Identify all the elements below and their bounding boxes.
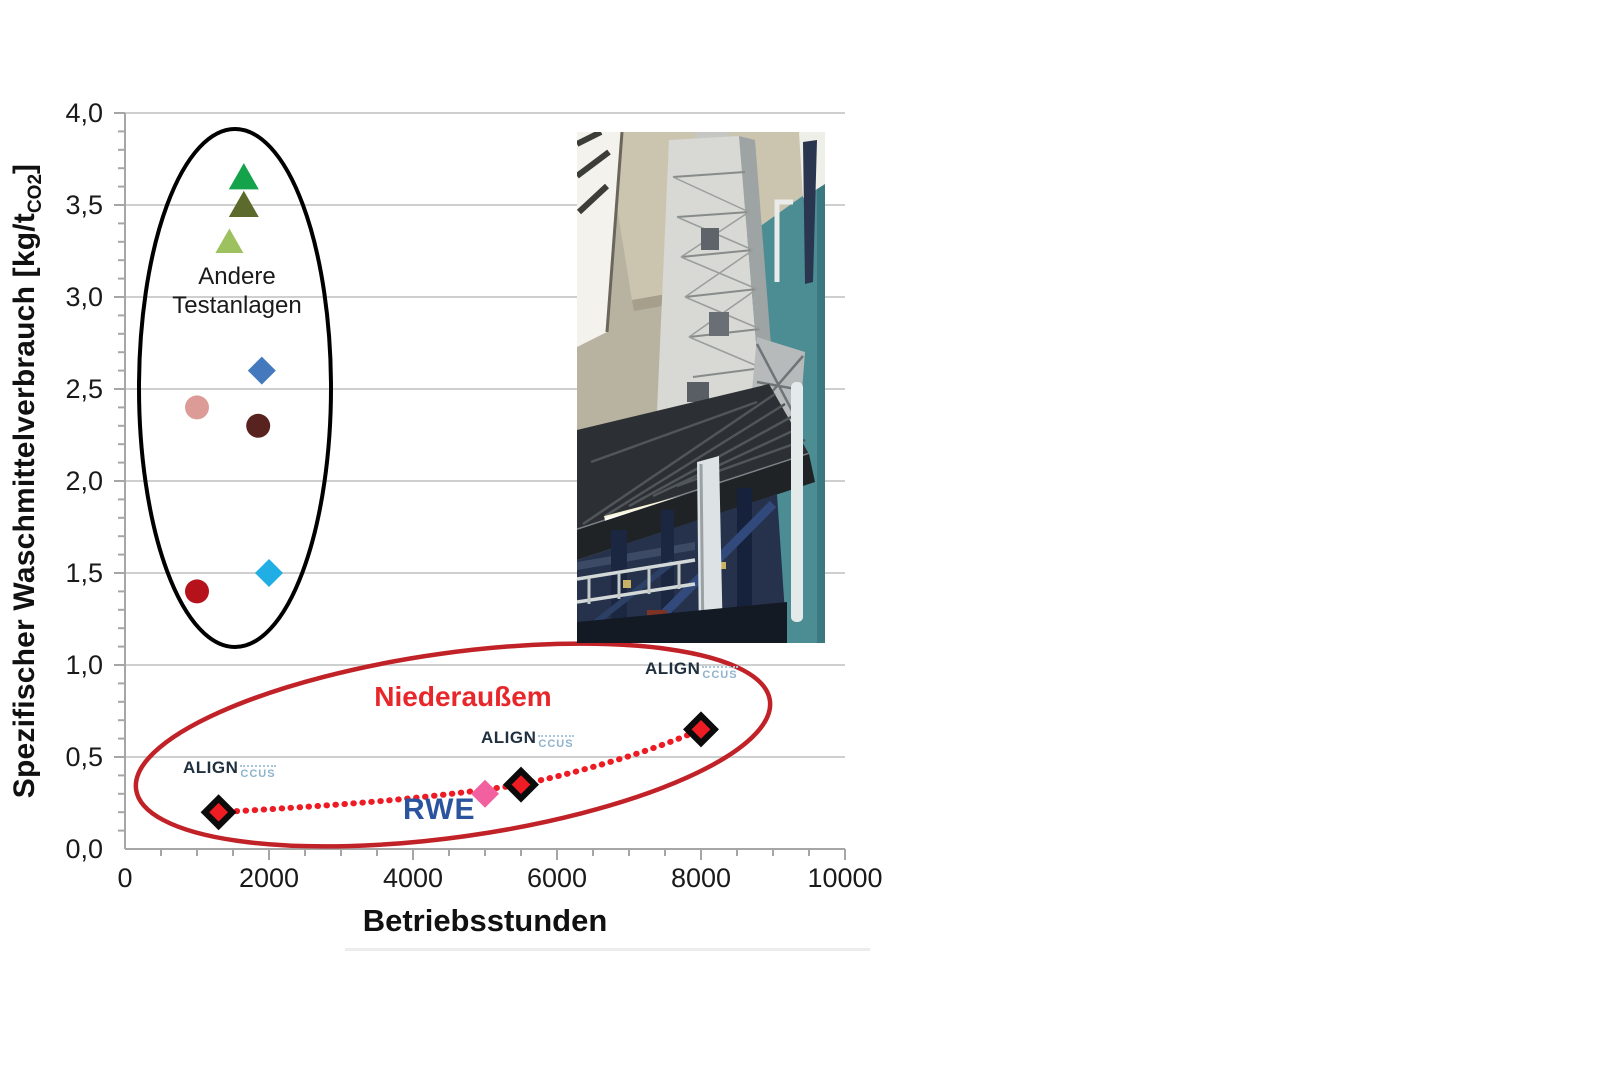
y-tick-label: 2,5 — [65, 374, 103, 404]
y-tick-label: 0,5 — [65, 742, 103, 772]
marker-diamond — [255, 559, 283, 587]
marker-diamond-fill — [209, 802, 228, 822]
annotation-andere-testanlagen: Andere Testanlagen — [147, 262, 327, 320]
y-tick-label: 2,0 — [65, 466, 103, 496]
bottom-machinery — [577, 602, 787, 643]
marker-circle — [185, 579, 209, 604]
right-edge-strip — [799, 132, 825, 284]
rwe-logo: RWE — [403, 793, 476, 826]
niederaussem-ellipse — [133, 641, 773, 849]
y-axis-title-main: Spezifischer Waschmittelverbrauch [kg/t — [8, 213, 41, 799]
align-logo-text: ALIGN — [645, 659, 701, 678]
y-axis-title: Spezifischer Waschmittelverbrauch [kg/tC… — [8, 113, 52, 849]
y-tick-label: 4,0 — [65, 98, 103, 128]
y-axis-title-close: ] — [8, 163, 41, 174]
align-logo-text: ALIGN — [481, 728, 537, 747]
x-tick-label: 8000 — [671, 863, 731, 893]
y-tick-label: 3,5 — [65, 190, 103, 220]
steel-structure — [577, 488, 787, 643]
ccus-logo-text: CCUS — [538, 735, 574, 750]
marker-circle — [246, 413, 271, 438]
marker-triangle — [228, 163, 259, 190]
marker-diamond-fill — [511, 775, 531, 794]
marker-diamond — [471, 779, 499, 808]
under-roof-shadow — [577, 454, 815, 560]
x-tick-label: 0 — [117, 863, 132, 893]
marker-triangle — [228, 190, 259, 217]
pipes — [697, 382, 803, 643]
x-tick-label: 10000 — [807, 863, 882, 893]
railings — [577, 558, 696, 604]
y-tick-label: 0,0 — [65, 834, 103, 864]
andere-testanlagen-ellipse — [137, 127, 333, 649]
marker-triangle — [215, 228, 244, 253]
annotation-niederaussem: Niederaußem — [374, 681, 552, 712]
align-logo-text: ALIGN — [183, 758, 239, 777]
scan-artifact-line — [345, 948, 870, 951]
y-tick-label: 1,0 — [65, 650, 103, 680]
x-tick-label: 2000 — [239, 863, 299, 893]
marker-diamond — [247, 356, 276, 385]
marker-circle — [185, 395, 209, 420]
annotation-andere-line2: Testanlagen — [172, 292, 302, 319]
y-axis-title-subscript: CO2 — [25, 173, 46, 214]
x-tick-label: 6000 — [527, 863, 587, 893]
ccus-logo-text: CCUS — [702, 666, 738, 681]
x-tick-label: 4000 — [383, 863, 443, 893]
plant-photo — [577, 132, 825, 643]
annotation-andere-line1: Andere — [198, 263, 276, 290]
y-tick-label: 3,0 — [65, 282, 103, 312]
building-wall — [577, 132, 624, 347]
marker-diamond-fill — [691, 720, 711, 739]
ccus-logo-text: CCUS — [240, 765, 276, 780]
x-axis-title: Betriebsstunden — [362, 903, 608, 938]
y-tick-label: 1,5 — [65, 558, 103, 588]
